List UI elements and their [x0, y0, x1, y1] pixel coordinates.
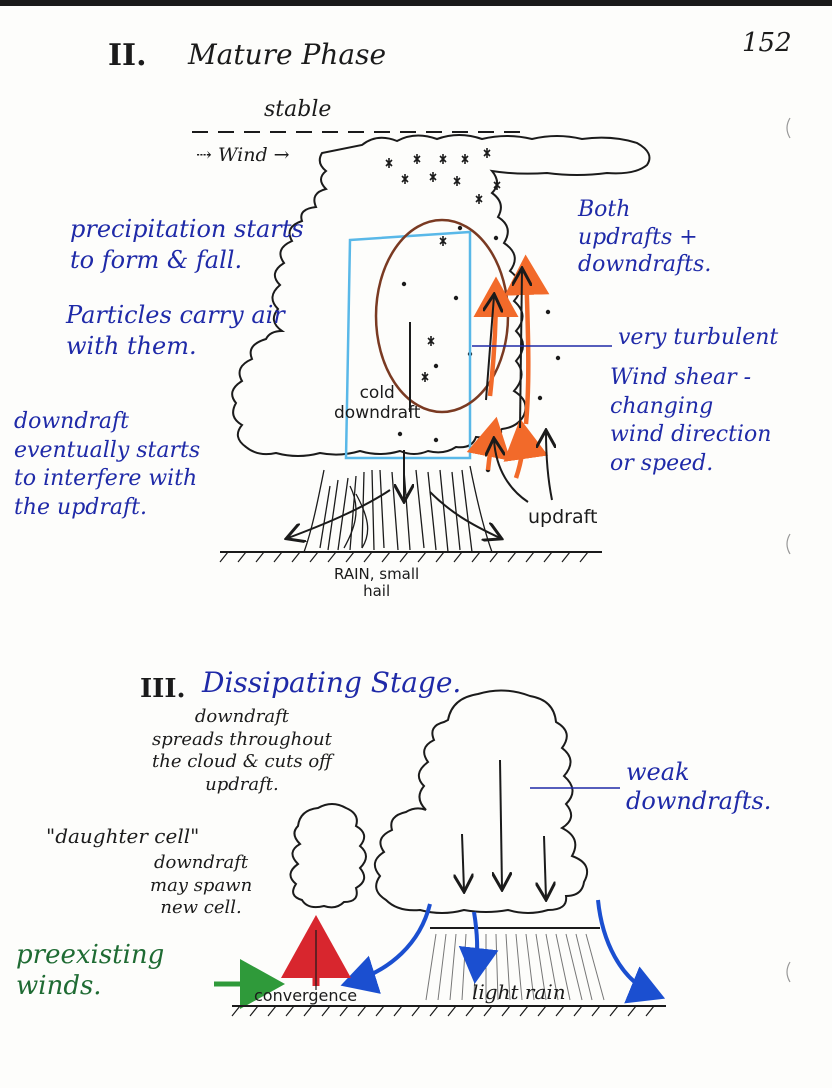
wind-label: ⇢ Wind → [196, 144, 290, 166]
precip-dots [397, 225, 561, 473]
dissipating-heading-numeral: III. [140, 674, 186, 704]
dark-updraft-arrows [486, 270, 552, 503]
precipitation-note: precipitation starts to form & fall. [70, 215, 304, 275]
dissipating-ground-line [231, 1005, 666, 1017]
rain-hail-label: RAIN, small hail [334, 565, 420, 601]
daughter-cell-cloud [289, 803, 367, 909]
mature-heading: Mature Phase [188, 38, 387, 71]
outflow-arrow-right [429, 491, 500, 538]
particles-note: Particles carry air with them. [66, 301, 285, 361]
mature-cloud-outline [231, 134, 651, 457]
dissipating-cloud-outline [373, 689, 588, 914]
stable-label: stable [264, 97, 332, 122]
mature-heading-numeral: II. [108, 38, 147, 73]
margin-mark-3 [786, 961, 791, 983]
light-rain-label: light rain [472, 980, 566, 1004]
ice-crystal-marks [385, 148, 501, 382]
cold-downdraft-label: cold downdraft [334, 383, 421, 423]
margin-mark-2 [786, 533, 791, 555]
downdraft-interfere-note: downdraft eventually starts to interfere… [14, 409, 201, 520]
margin-mark-1 [786, 117, 791, 139]
rain-shaft-hatching [303, 465, 493, 553]
may-spawn-note: downdraft may spawn new cell. [150, 852, 253, 918]
weak-downdrafts-note: weak downdrafts. [626, 758, 772, 815]
blue-outflow-arrows [340, 899, 666, 1004]
precipitation-column-outline [344, 230, 472, 460]
updraft-label: updraft [528, 506, 598, 528]
convergence-label: convergence [254, 986, 358, 1005]
page-number: 152 [742, 28, 792, 58]
very-turbulent-note: very turbulent [618, 325, 779, 350]
wind-shear-note: Wind shear - changing wind direction or … [610, 365, 772, 476]
daughter-cell-note: "daughter cell" [46, 824, 200, 848]
outflow-arrow-left [288, 489, 391, 538]
preexisting-winds-note: preexisting winds. [16, 940, 165, 1002]
spreads-throughout-note: downdraft spreads throughout the cloud &… [152, 706, 332, 795]
weak-downdraft-arrows [462, 759, 546, 898]
mature-ground-line [219, 551, 602, 563]
dissipating-heading: Dissipating Stage. [202, 666, 462, 699]
page-top-edge [0, 0, 832, 6]
both-drafts-note: Both updrafts + downdrafts. [578, 197, 712, 277]
